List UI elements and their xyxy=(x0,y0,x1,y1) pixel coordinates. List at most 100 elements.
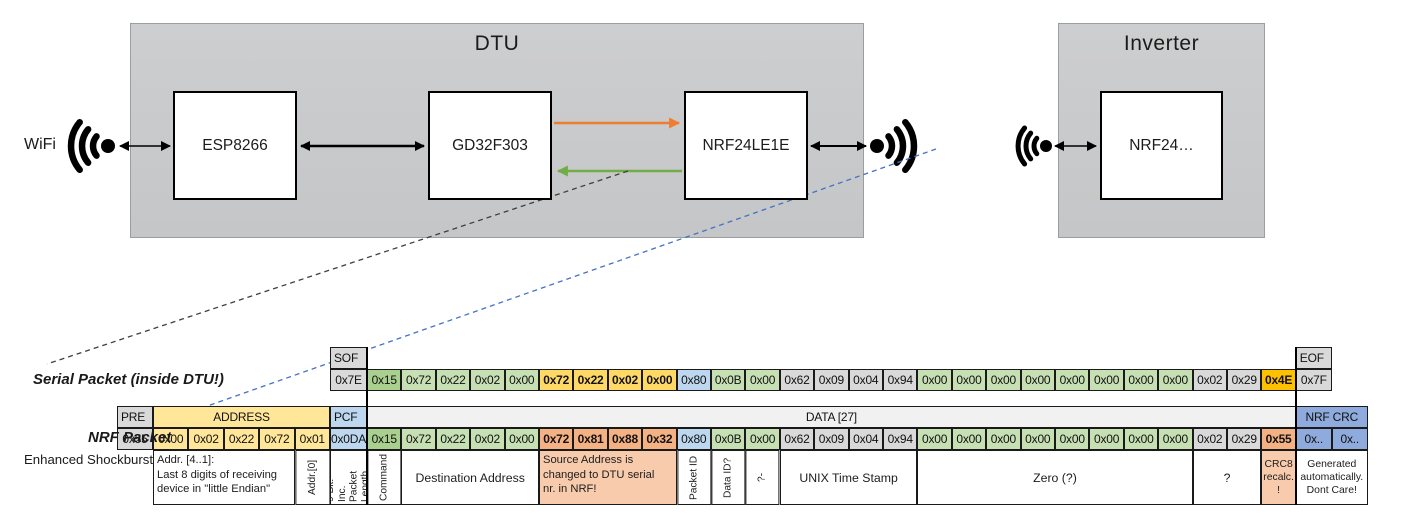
serial-byte-cell: 0x00 xyxy=(1089,369,1124,391)
nrf-byte-cell: 0x0B xyxy=(711,428,746,450)
gd32f303-box: GD32F303 xyxy=(428,91,552,200)
esp8266-box: ESP8266 xyxy=(173,91,297,200)
nrf-byte-cell: 0x00 xyxy=(1020,428,1055,450)
serial-byte-cell: 0x00 xyxy=(1055,369,1090,391)
serial-byte-cell: 0x00 xyxy=(504,369,539,391)
annotation-addr-0: Addr.[0] xyxy=(294,450,330,505)
nrf-byte-cell: 0x29 xyxy=(1227,428,1262,450)
nrf-byte-cell: 0x.. xyxy=(1331,428,1368,450)
nrf-byte-cell: 0x00 xyxy=(1158,428,1193,450)
nrf-byte-cell: 0x88 xyxy=(607,428,643,450)
serial-byte-cell: 0x72 xyxy=(539,369,574,391)
nrf-header-cell: ADDRESS xyxy=(153,406,330,428)
wifi-icon-inverter xyxy=(1015,125,1052,167)
serial-byte-cell: 0x4E xyxy=(1261,369,1296,391)
inverter-nrf24-label: NRF24… xyxy=(1129,136,1194,154)
serial-byte-cell: 0x72 xyxy=(401,369,436,391)
annotation-data-id: Data ID? xyxy=(711,450,746,505)
wifi-label: WiFi xyxy=(24,136,56,153)
annotation-command: Command xyxy=(367,450,402,505)
serial-byte-cell: 0x00 xyxy=(745,369,780,391)
serial-byte-cell: 0x02 xyxy=(470,369,505,391)
nrf-header-cell: PCF xyxy=(330,406,367,428)
annotation-destination-address: Destination Address xyxy=(401,450,539,505)
nrf-byte-cell: 0x32 xyxy=(642,428,677,450)
nrf-byte-cell: 0x00 xyxy=(1055,428,1090,450)
nrf-header-cell: DATA [27] xyxy=(367,406,1296,428)
nrf-byte-cell: 0x22 xyxy=(223,428,260,450)
nrf-byte-cell: 0x80 xyxy=(676,428,711,450)
serial-byte-cell: 0x04 xyxy=(848,369,883,391)
wifi-icon-dtu-antenna xyxy=(870,118,918,174)
nrf-byte-cell: 0x00 xyxy=(745,428,780,450)
nrf-byte-cell: 0x00 xyxy=(504,428,539,450)
annotation-question: ? xyxy=(1192,450,1262,505)
serial-byte-cell: 0x22 xyxy=(435,369,471,391)
serial-byte-cell: 0x62 xyxy=(779,369,815,391)
nrf-byte-cell: 0x00 xyxy=(951,428,987,450)
serial-header-cell: SOF xyxy=(330,347,367,369)
annotation-crc-generated: Generated automatically. Dont Care! xyxy=(1295,450,1368,505)
nrf24le1e-label: NRF24LE1E xyxy=(702,136,790,154)
annotation-zero: Zero (?) xyxy=(917,450,1193,505)
serial-packet-title: Serial Packet (inside DTU!) xyxy=(33,371,224,388)
nrf-packet-title: NRF Packet xyxy=(88,429,172,446)
inverter-title: Inverter xyxy=(1123,32,1200,55)
serial-byte-cell: 0x09 xyxy=(814,369,849,391)
nrf-byte-cell: 0x55 xyxy=(1261,428,1296,450)
serial-byte-cell: 0x00 xyxy=(986,369,1021,391)
nrf-byte-cell: 0x.. xyxy=(1295,428,1332,450)
data-region-connector-line xyxy=(1294,347,1297,505)
dtu-title: DTU xyxy=(474,32,520,55)
serial-byte-cell: 0x7F xyxy=(1295,369,1332,391)
annotation-pcf-length: 9 Bit! Inc. Packet Length xyxy=(330,450,367,505)
serial-byte-cell: 0x0B xyxy=(711,369,746,391)
serial-byte-cell: 0x02 xyxy=(1192,369,1227,391)
nrf-byte-cell: 0x02 xyxy=(1192,428,1227,450)
nrf-byte-cell: 0x62 xyxy=(779,428,815,450)
annotation-unknown-byte: ?- xyxy=(745,450,780,505)
nrf24le1e-box: NRF24LE1E xyxy=(684,91,808,200)
nrf-byte-cell: 0x01 xyxy=(294,428,330,450)
nrf-byte-cell: 0x94 xyxy=(883,428,918,450)
serial-byte-cell: 0x00 xyxy=(642,369,677,391)
nrf-byte-cell: 0x0DA xyxy=(330,428,367,450)
serial-byte-cell: 0x00 xyxy=(1020,369,1055,391)
annotation-crc8-recalc: CRC8 recalc. ! xyxy=(1261,450,1296,505)
serial-byte-cell: 0x15 xyxy=(367,369,402,391)
serial-byte-cell: 0x94 xyxy=(883,369,918,391)
serial-byte-cell: 0x02 xyxy=(607,369,643,391)
nrf-header-cell: NRF CRC xyxy=(1295,406,1368,428)
nrf-byte-cell: 0x00 xyxy=(1123,428,1159,450)
nrf-byte-cell: 0x00 xyxy=(986,428,1021,450)
nrf-byte-cell: 0x09 xyxy=(814,428,849,450)
annotation-packet-id: Packet ID xyxy=(676,450,711,505)
gd32f303-label: GD32F303 xyxy=(452,136,528,154)
nrf-byte-cell: 0x04 xyxy=(848,428,883,450)
nrf-byte-cell: 0x00 xyxy=(917,428,952,450)
inverter-nrf24-box: NRF24… xyxy=(1100,91,1223,200)
nrf-header-cell: PRE xyxy=(117,406,153,428)
nrf-byte-cell: 0x22 xyxy=(435,428,471,450)
serial-byte-cell: 0x00 xyxy=(917,369,952,391)
wifi-icon-dtu xyxy=(67,118,115,174)
nrf-byte-cell: 0x72 xyxy=(539,428,574,450)
nrf-byte-cell: 0x15 xyxy=(367,428,402,450)
serial-byte-cell: 0x00 xyxy=(1158,369,1193,391)
annotation-addr-4-1: Addr. [4..1]: Last 8 digits of receiving… xyxy=(153,450,295,505)
serial-byte-cell: 0x7E xyxy=(330,369,367,391)
nrf-byte-cell: 0x72 xyxy=(259,428,295,450)
enhanced-shockburst-label: Enhanced Shockburst xyxy=(24,452,154,467)
serial-byte-cell: 0x80 xyxy=(676,369,711,391)
nrf-byte-cell: 0x02 xyxy=(470,428,505,450)
serial-byte-cell: 0x00 xyxy=(1123,369,1159,391)
nrf-byte-cell: 0x72 xyxy=(401,428,436,450)
serial-header-cell: EOF xyxy=(1295,347,1332,369)
inverter-container-box: Inverter xyxy=(1058,23,1265,238)
nrf-byte-cell: 0x00 xyxy=(1089,428,1124,450)
annotation-unix-time-stamp: UNIX Time Stamp xyxy=(779,450,918,505)
nrf-byte-cell: 0x02 xyxy=(188,428,224,450)
serial-byte-cell: 0x29 xyxy=(1227,369,1262,391)
data-region-connector-line xyxy=(366,347,369,505)
